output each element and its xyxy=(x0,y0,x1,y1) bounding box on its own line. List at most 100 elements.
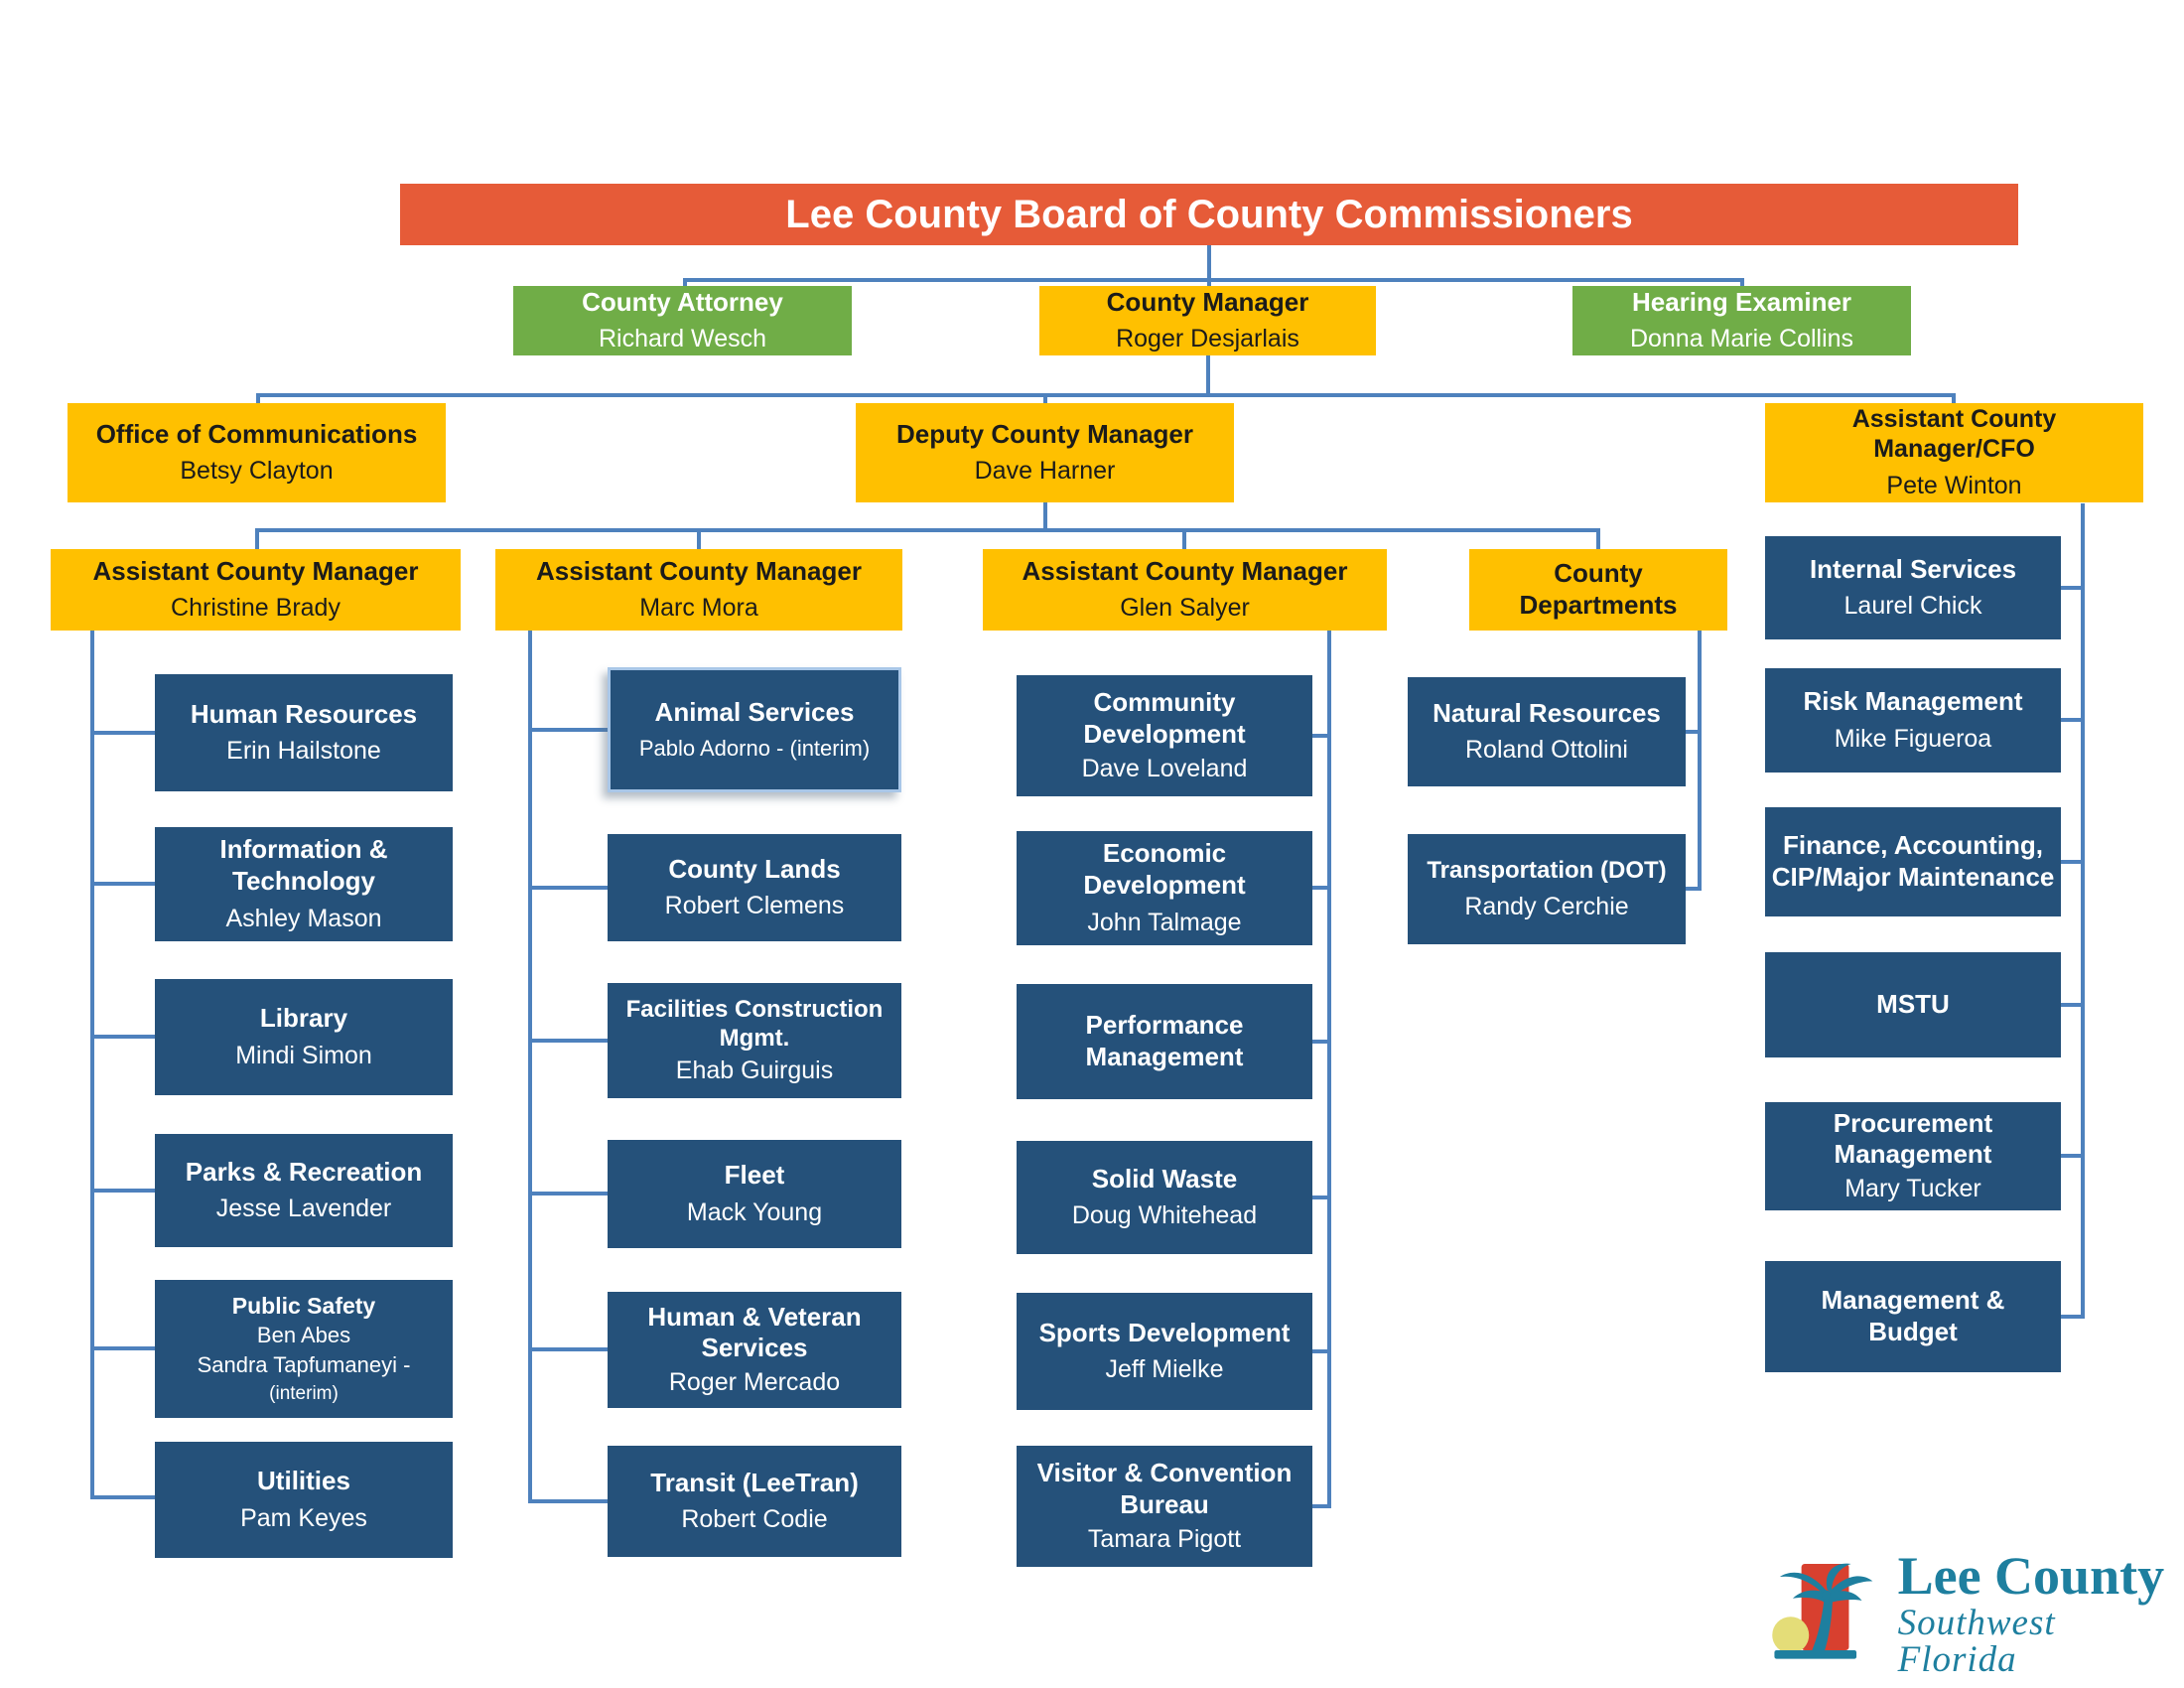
box-person-name: Ashley Mason xyxy=(225,904,382,932)
org-box-fleet: Fleet Mack Young xyxy=(608,1140,901,1248)
box-title: Transportation (DOT) xyxy=(1427,857,1667,885)
connector-line xyxy=(2059,718,2085,722)
org-box-county-lands: County Lands Robert Clemens xyxy=(608,834,901,941)
connector-line xyxy=(528,1192,608,1196)
org-box-community-development: Community Development Dave Loveland xyxy=(1017,675,1312,796)
connector-line xyxy=(1310,1196,1331,1199)
org-box-sports-development: Sports Development Jeff Mielke xyxy=(1017,1293,1312,1410)
chart-title: Lee County Board of County Commissioners xyxy=(785,192,1633,236)
box-title: Transit (LeeTran) xyxy=(650,1467,859,1497)
box-person-name: Pablo Adorno - (interim) xyxy=(638,736,871,762)
box-person-name: Doug Whitehead xyxy=(1071,1201,1258,1230)
logo-subtitle: Southwest Florida xyxy=(1897,1603,2056,1680)
box-title: Utilities xyxy=(257,1466,350,1496)
connector-line xyxy=(528,1039,608,1043)
box-person-name: Erin Hailstone xyxy=(226,737,381,766)
chart-title-banner: Lee County Board of County Commissioners xyxy=(400,184,2018,245)
org-box-public-safety: Public Safety Ben Abes Sandra Tapfumaney… xyxy=(155,1280,453,1418)
connector-line xyxy=(1206,355,1210,395)
box-title: Economic Development xyxy=(1083,838,1246,900)
org-box-human-veteran-services: Human & Veteran Services Roger Mercado xyxy=(608,1292,901,1408)
org-box-performance-management: Performance Management xyxy=(1017,984,1312,1099)
box-person-name: Betsy Clayton xyxy=(180,457,334,486)
org-box-finance-accounting-cip: Finance, Accounting, CIP/Major Maintenan… xyxy=(1765,807,2061,916)
box-title: Office of Communications xyxy=(95,418,418,449)
org-box-facilities-construction-mgmt: Facilities Construction Mgmt. Ehab Guirg… xyxy=(608,983,901,1098)
org-box-information-technology: Information & Technology Ashley Mason xyxy=(155,827,453,941)
connector-line xyxy=(2081,503,2085,1319)
connector-line xyxy=(2059,1003,2085,1007)
org-box-county-manager: County Manager Roger Desjarlais xyxy=(1039,286,1376,355)
box-title: Deputy County Manager xyxy=(895,418,1194,449)
connector-line xyxy=(90,882,155,886)
box-title: Management & Budget xyxy=(1821,1285,2005,1346)
connector-line xyxy=(1678,730,1702,734)
box-title: Internal Services xyxy=(1809,553,2017,584)
connector-line xyxy=(528,728,608,732)
org-box-mstu: MSTU xyxy=(1765,952,2061,1057)
box-person-name: Donna Marie Collins xyxy=(1629,325,1854,353)
org-box-human-resources: Human Resources Erin Hailstone xyxy=(155,674,453,791)
box-title: Human Resources xyxy=(190,698,418,729)
box-person-name: Dave Loveland xyxy=(1081,754,1248,782)
connector-line xyxy=(90,1189,155,1193)
box-title: Community Development xyxy=(1083,687,1246,749)
box-person-name: Mindi Simon xyxy=(235,1041,372,1069)
box-title: Facilities Construction Mgmt. xyxy=(625,995,884,1052)
connector-line xyxy=(528,1347,608,1351)
connector-line xyxy=(1182,528,1186,549)
org-box-animal-services: Animal Services Pablo Adorno - (interim) xyxy=(608,667,901,792)
org-box-procurement-management: Procurement Management Mary Tucker xyxy=(1765,1102,2061,1210)
connector-line xyxy=(2059,1154,2085,1158)
connector-line xyxy=(255,528,1600,532)
connector-line xyxy=(1207,245,1211,286)
box-title: County Departments xyxy=(1519,558,1678,620)
box-title: MSTU xyxy=(1876,989,1950,1020)
connector-line xyxy=(1698,631,1702,891)
connector-line xyxy=(255,528,259,549)
box-person-name: Pam Keyes xyxy=(240,1503,367,1532)
box-title: Visitor & Convention Bureau xyxy=(1036,1458,1293,1519)
box-title: Library xyxy=(259,1003,348,1034)
connector-line xyxy=(528,1499,608,1503)
org-box-deputy-county-manager: Deputy County Manager Dave Harner xyxy=(856,403,1234,502)
box-title: Public Safety xyxy=(231,1292,376,1319)
org-box-office-of-communications: Office of Communications Betsy Clayton xyxy=(68,403,446,502)
box-person-name: Laurel Chick xyxy=(1843,592,1982,621)
box-person-name: Roland Ottolini xyxy=(1465,736,1628,765)
connector-line xyxy=(1310,1040,1331,1044)
connector-line xyxy=(90,631,94,1499)
org-box-assistant-county-manager-cfo: Assistant County Manager/CFO Pete Winton xyxy=(1765,403,2143,502)
connector-line xyxy=(1043,393,1047,403)
org-box-library: Library Mindi Simon xyxy=(155,979,453,1095)
org-box-internal-services: Internal Services Laurel Chick xyxy=(1765,536,2061,639)
box-person-name: Jesse Lavender xyxy=(215,1195,392,1223)
palm-tree-icon xyxy=(1772,1563,1873,1659)
org-box-transit-leetran: Transit (LeeTran) Robert Codie xyxy=(608,1446,901,1557)
lee-county-logo: Lee County Southwest Florida xyxy=(1769,1549,2184,1678)
box-title: Fleet xyxy=(724,1160,785,1191)
box-person-name: Roger Desjarlais xyxy=(1116,325,1299,353)
connector-line xyxy=(2059,1315,2085,1319)
connector-line xyxy=(2059,860,2085,864)
box-title: Risk Management xyxy=(1803,686,2023,717)
box-person-name: Robert Clemens xyxy=(664,892,845,920)
box-title: Sports Development xyxy=(1038,1317,1291,1347)
connector-line xyxy=(90,731,155,735)
box-title: Natural Resources xyxy=(1433,697,1661,728)
box-person-name: Roger Mercado xyxy=(668,1368,841,1397)
connector-line xyxy=(528,631,532,1503)
box-person-name: Richard Wesch xyxy=(598,325,767,353)
connector-line xyxy=(1327,631,1331,1508)
box-person-note: (interim) xyxy=(269,1382,339,1404)
box-title: County Attorney xyxy=(582,286,783,317)
connector-line xyxy=(1740,278,1744,287)
org-box-natural-resources: Natural Resources Roland Ottolini xyxy=(1408,677,1686,786)
connector-line xyxy=(1678,887,1702,891)
org-box-solid-waste: Solid Waste Doug Whitehead xyxy=(1017,1141,1312,1254)
box-person-name: Christine Brady xyxy=(171,594,341,623)
org-box-parks-recreation: Parks & Recreation Jesse Lavender xyxy=(155,1134,453,1247)
box-title: Parks & Recreation xyxy=(185,1156,423,1187)
org-box-transportation-dot: Transportation (DOT) Randy Cerchie xyxy=(1408,834,1686,944)
box-person-name: Randy Cerchie xyxy=(1464,892,1629,920)
